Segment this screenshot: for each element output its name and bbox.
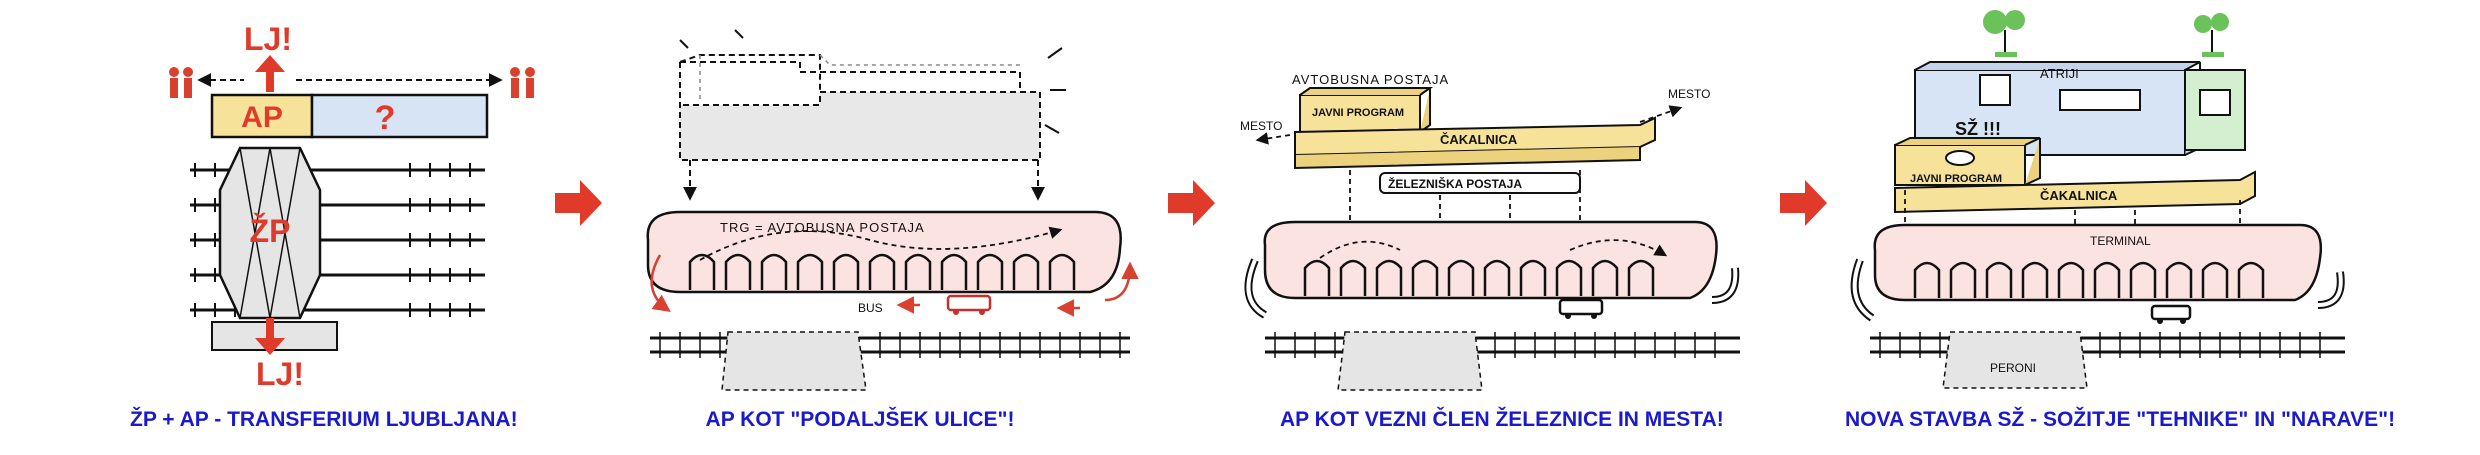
terminal-label: TERMINAL — [2090, 234, 2151, 248]
sz-label: SŽ !!! — [1955, 118, 2001, 139]
ap-label: AP — [241, 101, 283, 134]
caption-panel-1: ŽP + AP - TRANSFERIUM LJUBLJANA! — [130, 408, 518, 431]
tree-icon-2 — [2194, 13, 2229, 57]
zp-label: ŽP — [250, 213, 291, 249]
panel-1-sketch: AP ? ŽP LJ! LJ! — [169, 21, 535, 392]
trg-label: TRG = AVTOBUSNA POSTAJA — [720, 220, 925, 235]
javni-label-4: JAVNI PROGRAM — [1910, 173, 2002, 185]
peroni-label: PERONI — [1990, 361, 2036, 375]
cakalnica-label-3: ČAKALNICA — [1440, 132, 1518, 147]
people-right-icon — [510, 67, 535, 98]
zelezniska-label: ŽELEZNIŠKA POSTAJA — [1388, 176, 1522, 191]
question-label: ? — [375, 99, 396, 137]
next-arrow-2 — [1168, 180, 1215, 226]
atriji-label: ATRIJI — [2040, 66, 2079, 81]
javni-label-3: JAVNI PROGRAM — [1312, 107, 1404, 119]
panel-4-sketch: ATRIJI SŽ !!! JAVNI PROGRAM ČAKALNICA — [1850, 10, 2345, 389]
next-arrow-3 — [1780, 180, 1827, 226]
next-arrow-1 — [555, 180, 602, 226]
caption-panel-4: NOVA STAVBA SŽ - SOŽITJE "TEHNIKE" IN "N… — [1845, 408, 2396, 431]
bus-icon-4 — [2150, 304, 2192, 324]
panel-2-sketch: TRG = AVTOBUSNA POSTAJA BUS — [646, 29, 1139, 391]
bus-icon — [946, 294, 992, 315]
mesto-left-label: MESTO — [1240, 119, 1282, 133]
avtobusna-label: AVTOBUSNA POSTAJA — [1292, 72, 1449, 87]
bus-icon-3 — [1558, 298, 1604, 319]
people-left-icon — [169, 67, 193, 98]
question-box — [310, 93, 489, 139]
panel-3-sketch: AVTOBUSNA POSTAJA JAVNI PROGRAM ČAKALNIC… — [1240, 72, 1740, 391]
tree-icon — [1983, 10, 2025, 57]
cakalnica-label-4: ČAKALNICA — [2040, 188, 2118, 203]
caption-panel-3: AP KOT VEZNI ČLEN ŽELEZNICE IN MESTA! — [1280, 408, 1724, 431]
mesto-right-label: MESTO — [1668, 87, 1710, 101]
lj-top-label: LJ! — [244, 21, 292, 57]
lj-bottom-label: LJ! — [256, 356, 304, 392]
caption-panel-2: AP KOT "PODALJŠEK ULICE"! — [705, 408, 1015, 431]
bus-label: BUS — [858, 301, 883, 315]
